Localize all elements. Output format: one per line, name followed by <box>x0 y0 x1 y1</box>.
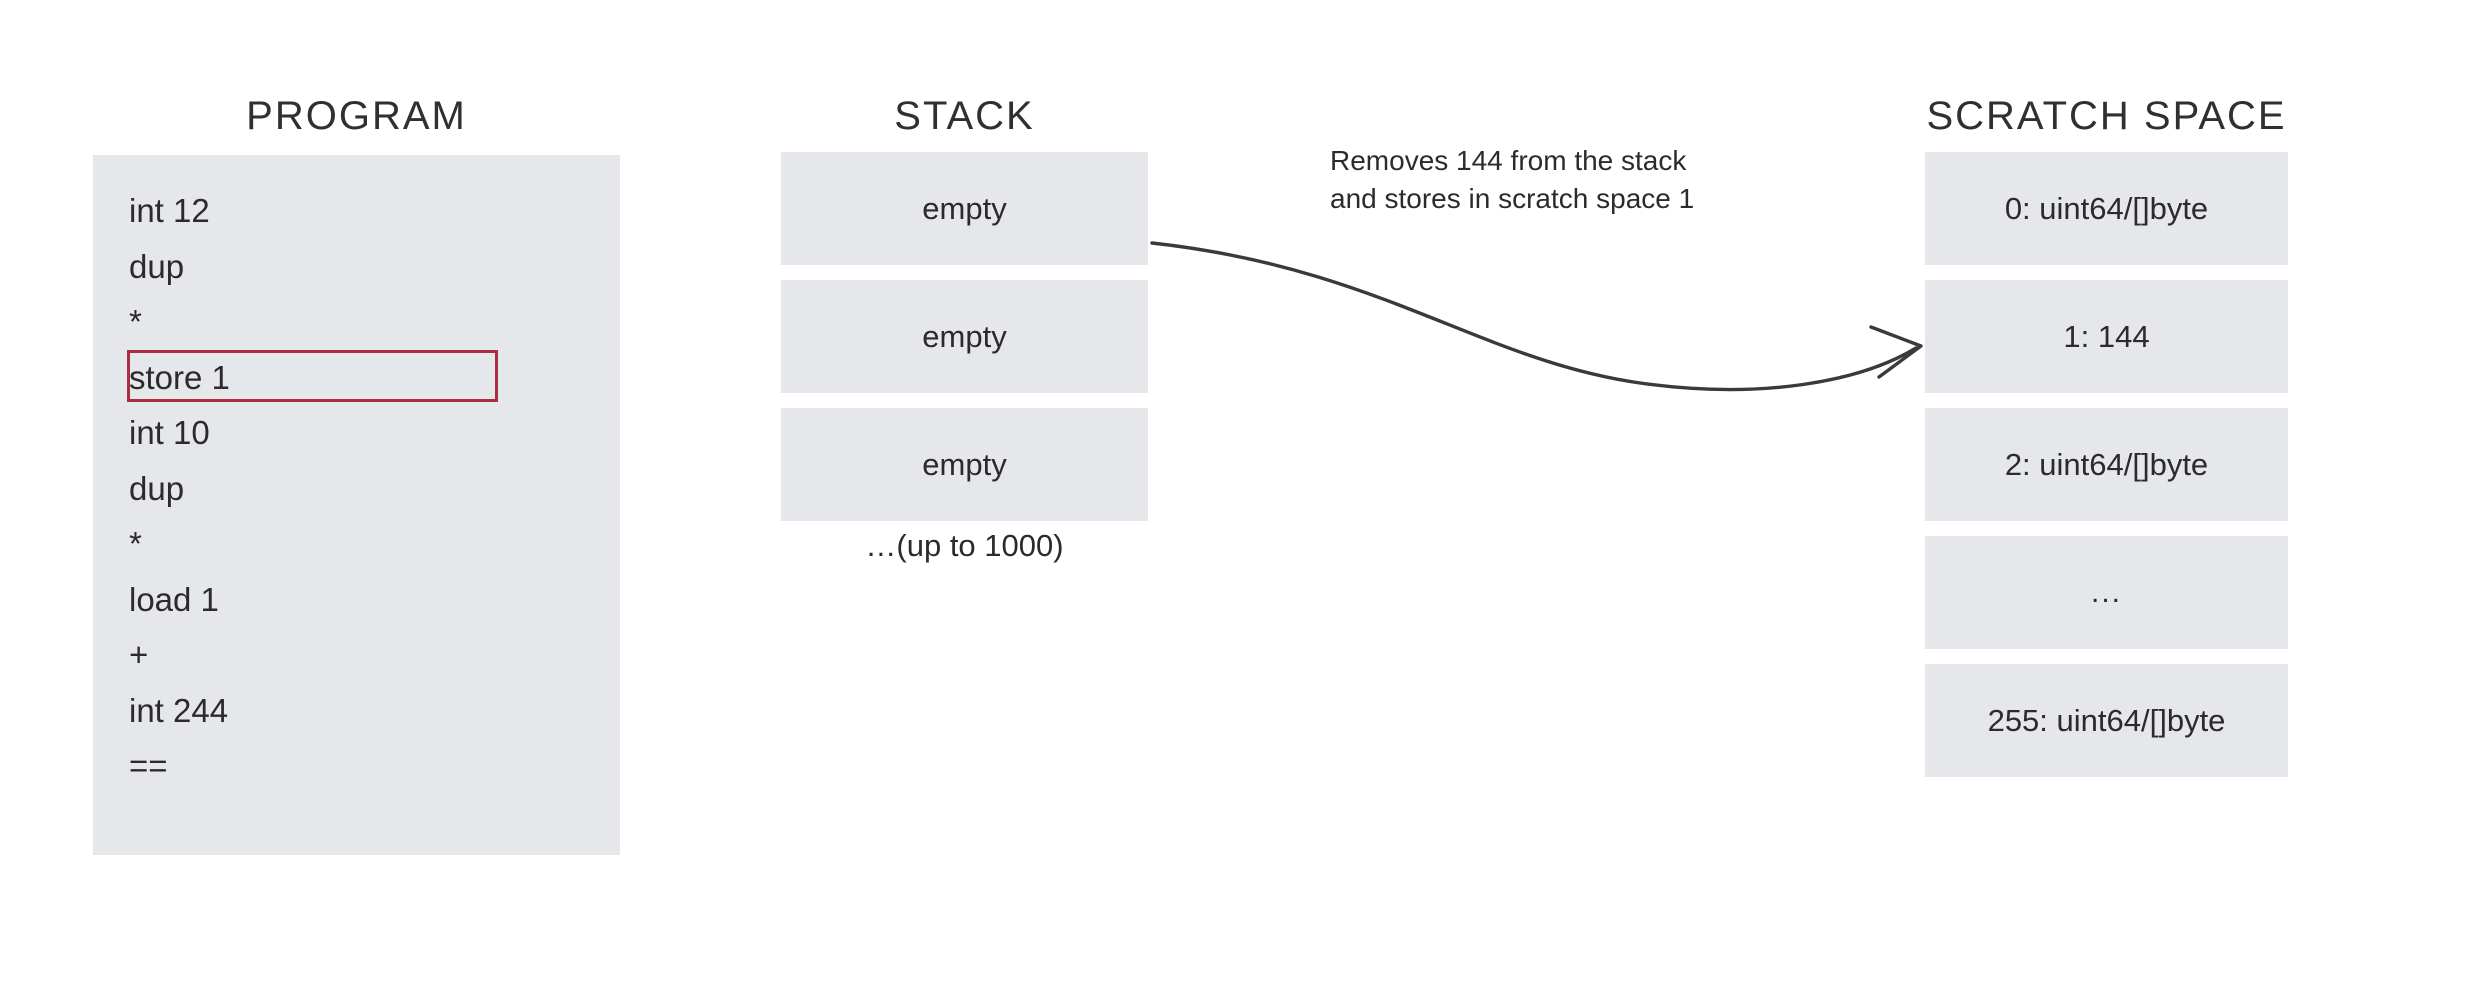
scratch-space-column: 0: uint64/[]byte 1: 144 2: uint64/[]byte..… <box>1925 0 2288 1004</box>
scratch-cell-3[interactable]: ... <box>1925 536 2288 649</box>
stack-capacity-caption: …(up to 1000) <box>865 528 1064 563</box>
program-instruction-label: + <box>129 636 149 673</box>
program-instruction-3[interactable]: store 1 <box>129 352 230 404</box>
curved-arrow-head <box>1869 325 1923 379</box>
program-instruction-label: dup <box>129 469 185 507</box>
program-instruction-0[interactable]: int 12 <box>129 185 210 237</box>
program-instruction-label: int 10 <box>129 414 210 451</box>
program-instruction-label: store 1 <box>129 358 230 396</box>
stack-cell-label: empty <box>922 190 1007 226</box>
program-instruction-1[interactable]: dup <box>129 241 184 293</box>
scratch-cell-0[interactable]: 0: uint64/[]byte <box>1925 152 2288 265</box>
scratch-cell-2[interactable]: 2: uint64/[]byte <box>1925 408 2288 521</box>
stack-column: empty empty empty …(up to 1000) <box>781 0 1148 1004</box>
stack-cell-label: empty <box>922 446 1007 482</box>
scratch-cell-label: 0: uint64/[]byte <box>2004 190 2209 226</box>
stack-cell-1[interactable]: empty <box>781 280 1148 393</box>
scratch-cell-label: ... <box>2090 575 2122 609</box>
program-instruction-label: load 1 <box>129 580 219 618</box>
program-instruction-label: int 12 <box>129 192 210 229</box>
program-instruction-label: == <box>129 747 168 784</box>
program-instruction-label: * <box>129 303 142 340</box>
scratch-cell-label: 255: uint64/[]byte <box>1987 702 2226 738</box>
stack-cell-0[interactable]: empty <box>781 152 1148 265</box>
program-instruction-list: int 12 dup * store 1 int 10 dup * load 1 + int 24… <box>93 155 620 855</box>
program-instruction-label: int 244 <box>129 691 229 729</box>
stack-cell-label: empty <box>922 318 1007 354</box>
scratch-space-column-title: SCRATCH SPACE <box>1926 94 2287 138</box>
program-instruction-9[interactable]: int 244 <box>129 685 228 737</box>
stack-column-title: STACK <box>894 94 1035 138</box>
scratch-cell-label: 1: 144 <box>2063 318 2150 354</box>
active-instruction-highlight <box>127 349 498 402</box>
curved-arrow-shaft <box>1150 241 1918 392</box>
annotation-line-2: and stores in scratch space 1 <box>1330 182 1695 214</box>
program-panel: int 12 dup * store 1 int 10 dup * load 1 + int 24… <box>93 155 620 855</box>
program-instruction-label: dup <box>129 247 185 285</box>
program-instruction-5[interactable]: dup <box>129 463 184 515</box>
scratch-cell-4[interactable]: 255: uint64/[]byte <box>1925 664 2288 777</box>
program-column-title: PROGRAM <box>246 94 467 138</box>
scratch-cell-1[interactable]: 1: 144 <box>1925 280 2288 393</box>
program-instruction-4[interactable]: int 10 <box>129 407 210 459</box>
scratch-cell-label: 2: uint64/[]byte <box>2004 446 2209 482</box>
annotation-text: Removes 144 from the stack and stores in… <box>1330 142 1770 218</box>
annotation-line-1: Removes 144 from the stack <box>1330 145 1687 176</box>
program-instruction-7[interactable]: load 1 <box>129 574 219 626</box>
program-instruction-label: * <box>129 525 142 562</box>
program-instruction-2[interactable]: * <box>129 296 142 348</box>
program-instruction-10[interactable]: == <box>129 740 168 792</box>
program-instruction-8[interactable]: + <box>129 629 148 681</box>
program-instruction-6[interactable]: * <box>129 518 142 570</box>
stack-cell-2[interactable]: empty <box>781 408 1148 521</box>
